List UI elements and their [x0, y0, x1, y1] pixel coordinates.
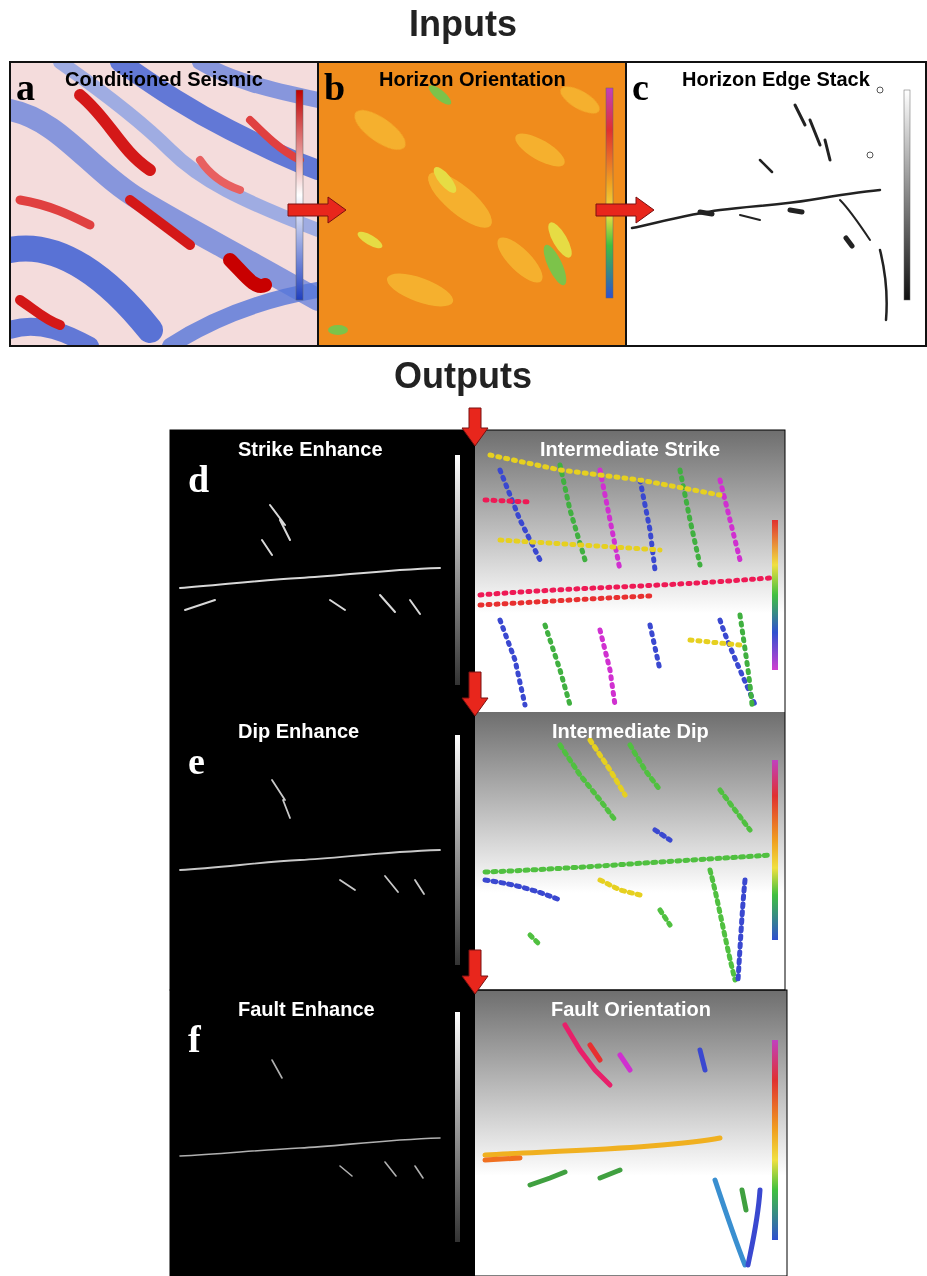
- panel-title: Fault Orientation: [551, 998, 711, 1021]
- section-heading: Outputs: [394, 356, 532, 396]
- panel-letter: c: [632, 68, 649, 106]
- panel-letter: f: [188, 1020, 201, 1058]
- panel-title: Horizon Orientation: [379, 68, 566, 91]
- panel-title: Dip Enhance: [238, 720, 359, 743]
- section-heading: Inputs: [409, 4, 517, 44]
- image-panel: Fault Orientation: [475, 990, 787, 1276]
- flow-arrow: [462, 672, 488, 716]
- image-panel: c Horizon Edge Stack: [626, 62, 926, 346]
- panel-letter: b: [324, 68, 345, 106]
- panel-title: Intermediate Dip: [552, 720, 709, 743]
- panel-title: Intermediate Strike: [540, 438, 720, 461]
- flow-arrow: [462, 408, 488, 446]
- image-panel: d Strike Enhance: [170, 430, 475, 712]
- panel-title: Conditioned Seismic: [65, 68, 263, 91]
- flow-arrow: [288, 197, 346, 223]
- panel-letter: d: [188, 460, 209, 498]
- flow-arrow: [596, 197, 654, 223]
- panel-letter: a: [16, 68, 35, 106]
- panel-title: Horizon Edge Stack: [682, 68, 870, 91]
- panel-title: Fault Enhance: [238, 998, 375, 1021]
- panel-letter: e: [188, 742, 205, 780]
- image-panel: a Conditioned Seismic: [10, 62, 318, 346]
- image-panel: f Fault Enhance: [170, 990, 475, 1276]
- image-panel: Intermediate Strike: [475, 430, 785, 712]
- panel-title: Strike Enhance: [238, 438, 383, 461]
- image-panel: Intermediate Dip: [475, 712, 785, 990]
- image-panel: e Dip Enhance: [170, 712, 475, 990]
- image-panel: b Horizon Orientation: [318, 62, 626, 346]
- flow-arrow: [462, 950, 488, 994]
